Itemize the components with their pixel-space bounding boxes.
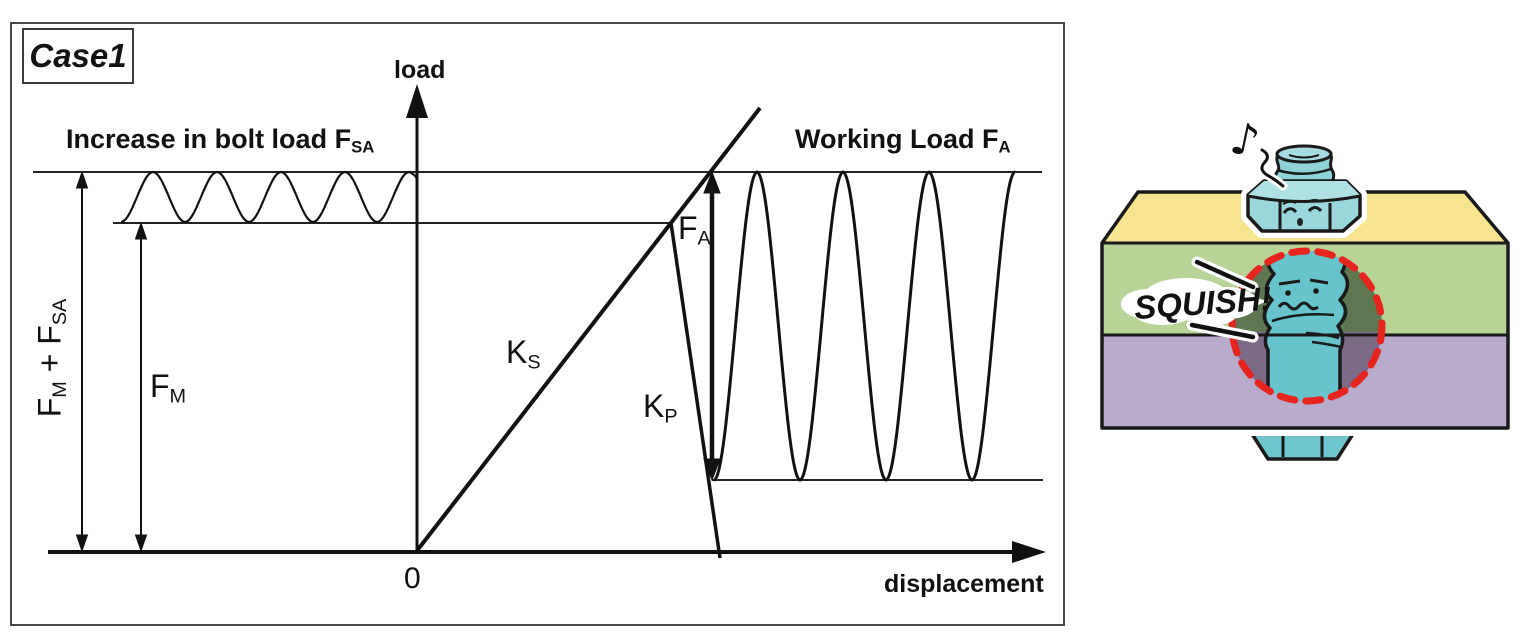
clamped-plates: [1094, 184, 1516, 436]
fa-amplitude-arrow: [703, 170, 721, 482]
shout-dash-bottom: [1189, 322, 1256, 340]
origin-label: 0: [404, 562, 421, 595]
case-label-box: Case1: [22, 28, 134, 84]
squished-bolt-shank: [1262, 251, 1350, 401]
fm-plus-fsa-dimension-arrow: [75, 170, 89, 553]
x-axis: [48, 541, 1046, 563]
shank-right-eye: [1313, 288, 1319, 294]
y-axis-arrowhead: [406, 84, 428, 118]
shank-left-eyebrow: [1278, 279, 1301, 286]
x-axis-label: displacement: [884, 570, 1044, 598]
y-axis-label: load: [394, 56, 446, 84]
thread-mark-3: [1311, 340, 1342, 349]
thread-mark-1: [1271, 313, 1335, 323]
nut-whistle-mouth: [1297, 218, 1303, 226]
shout-dash-top: [1194, 259, 1256, 290]
fm-dimension-arrow: [134, 221, 148, 553]
nut-left-eyebrow: [1282, 200, 1297, 205]
ks-bolt-stiffness-line: [414, 106, 762, 554]
music-note-icon: ♪: [1226, 113, 1264, 169]
x-axis-arrowhead: [1012, 541, 1046, 563]
squish-highlight-circle: [1228, 247, 1386, 405]
nut-left-eye: [1282, 207, 1298, 214]
fa-label: FA: [678, 210, 711, 250]
case1-panel: [10, 22, 1065, 626]
nut-right-eye: [1307, 206, 1323, 213]
shank-grimace-mouth: [1277, 301, 1319, 311]
whistle-squiggle: [1260, 148, 1285, 188]
shank-right-eyebrow: [1309, 278, 1329, 285]
bolt-load-oscillation-wave: [120, 170, 418, 224]
fm-label: FM: [150, 368, 187, 408]
y-axis: [406, 84, 428, 552]
bolt-tip-top-face: [1275, 144, 1333, 164]
kp-clamped-parts-stiffness-line: [669, 222, 722, 559]
working-load-label: Working Load FA: [795, 124, 1011, 157]
kp-label: KP: [643, 388, 678, 428]
shank-left-eye: [1285, 290, 1291, 296]
increase-bolt-load-label: Increase in bolt load FSA: [66, 124, 375, 157]
nut-right-eyebrow: [1306, 199, 1323, 203]
working-load-oscillation-wave: [712, 170, 1017, 482]
case-label: Case1: [29, 37, 127, 74]
bolt-squish-cartoon: ♪ SQUISH!: [1094, 110, 1516, 466]
top-nut: [1241, 144, 1367, 238]
fm-plus-fsa-label: FM + FSA: [31, 298, 71, 418]
ks-label: KS: [506, 334, 541, 374]
